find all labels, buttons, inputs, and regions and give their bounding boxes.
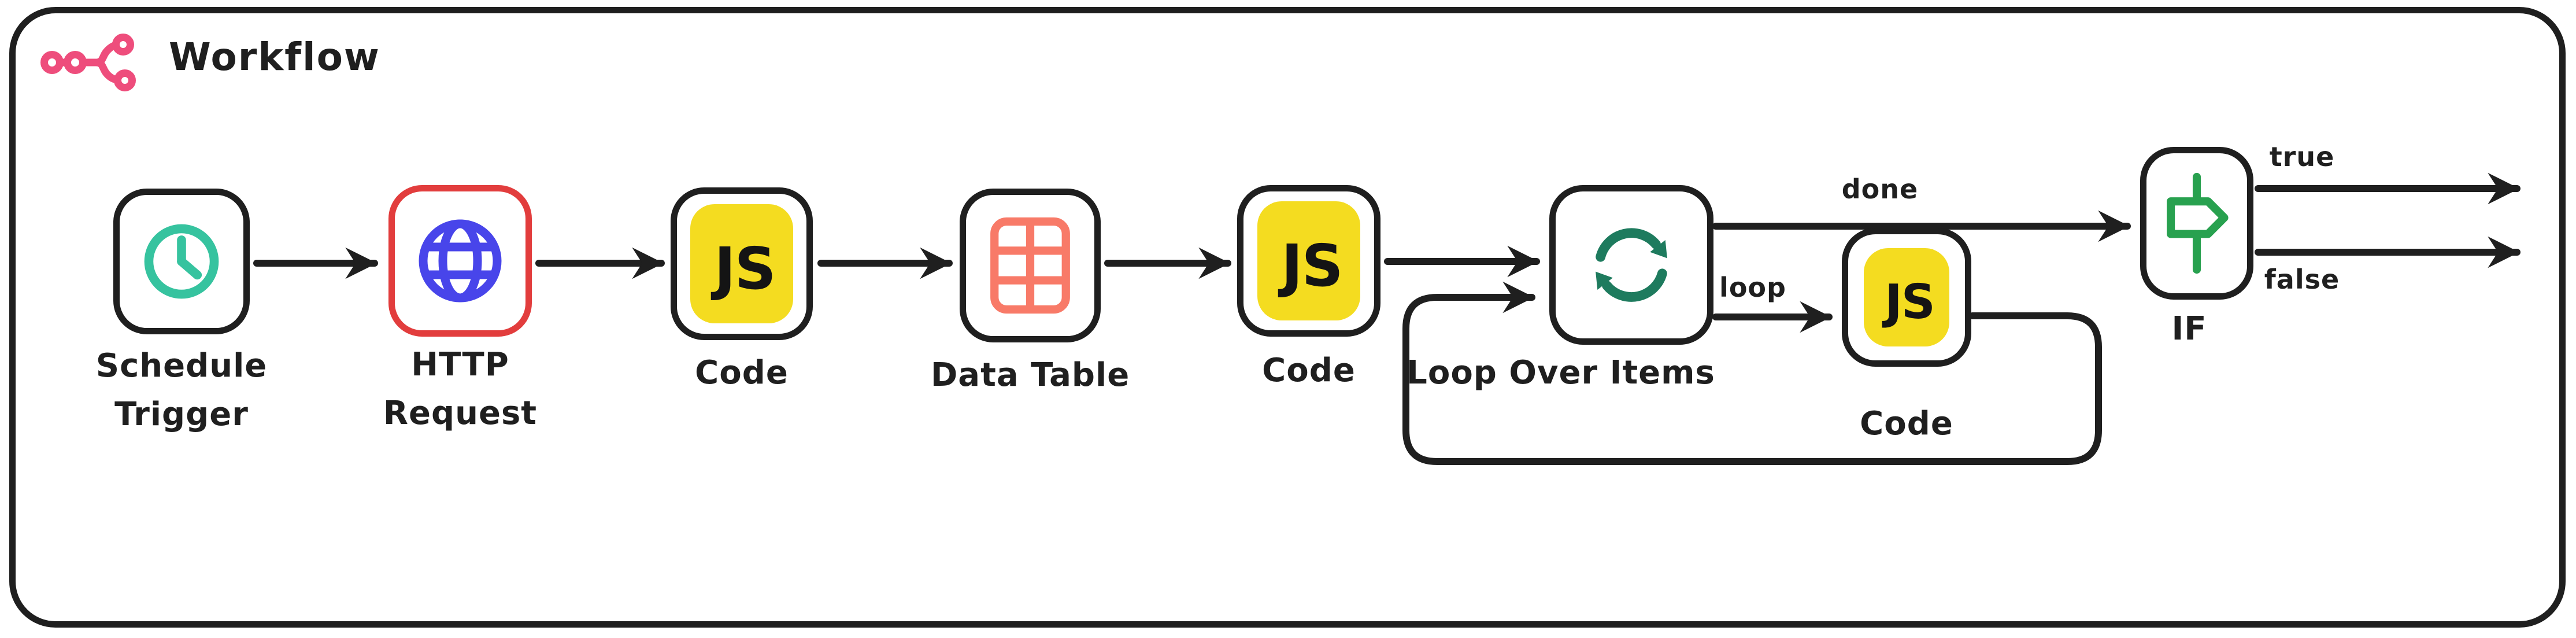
node-if[interactable]	[2140, 147, 2253, 300]
js-icon: JS	[690, 204, 793, 323]
node-label-code-loop: Code	[1860, 405, 1953, 442]
edge-label-loop: loop	[1719, 272, 1786, 303]
node-code-loop[interactable]: JS	[1842, 228, 1971, 367]
clock-icon	[144, 224, 219, 299]
n8n-logo-icon	[40, 34, 136, 91]
js-badge-text: JS	[1885, 274, 1935, 330]
loop-sync-icon	[1596, 228, 1667, 302]
js-badge-text: JS	[1281, 231, 1343, 300]
node-code-2[interactable]: JS	[1237, 185, 1380, 337]
node-http-request[interactable]	[388, 185, 532, 337]
node-label-data-table: Data Table	[930, 356, 1130, 394]
table-icon	[990, 217, 1070, 314]
node-label-if: IF	[2171, 310, 2207, 348]
js-icon: JS	[1257, 201, 1360, 320]
node-code-1[interactable]: JS	[671, 187, 813, 340]
edge-label-false: false	[2264, 264, 2340, 295]
node-label-http-line1: HTTP	[411, 346, 509, 383]
node-schedule-trigger[interactable]	[113, 189, 250, 334]
js-badge-text: JS	[714, 234, 776, 303]
edge-code-feedback-to-loop	[1402, 281, 2102, 465]
edge-label-done: done	[1841, 174, 1919, 205]
node-label-http-line2: Request	[383, 394, 538, 432]
page-title: Workflow	[169, 35, 380, 79]
signpost-icon	[2167, 172, 2229, 274]
node-label-loop-over-items: Loop Over Items	[1407, 354, 1715, 392]
node-label-schedule-line2: Trigger	[114, 396, 249, 433]
js-icon: JS	[1864, 248, 1949, 346]
node-label-code-1: Code	[695, 354, 789, 392]
node-label-code-2: Code	[1262, 352, 1356, 389]
edge-label-true: true	[2269, 141, 2335, 172]
globe-icon	[419, 219, 502, 303]
node-data-table[interactable]	[960, 189, 1101, 342]
node-loop-over-items[interactable]	[1549, 185, 1713, 345]
node-label-schedule-line1: Schedule	[95, 347, 268, 385]
